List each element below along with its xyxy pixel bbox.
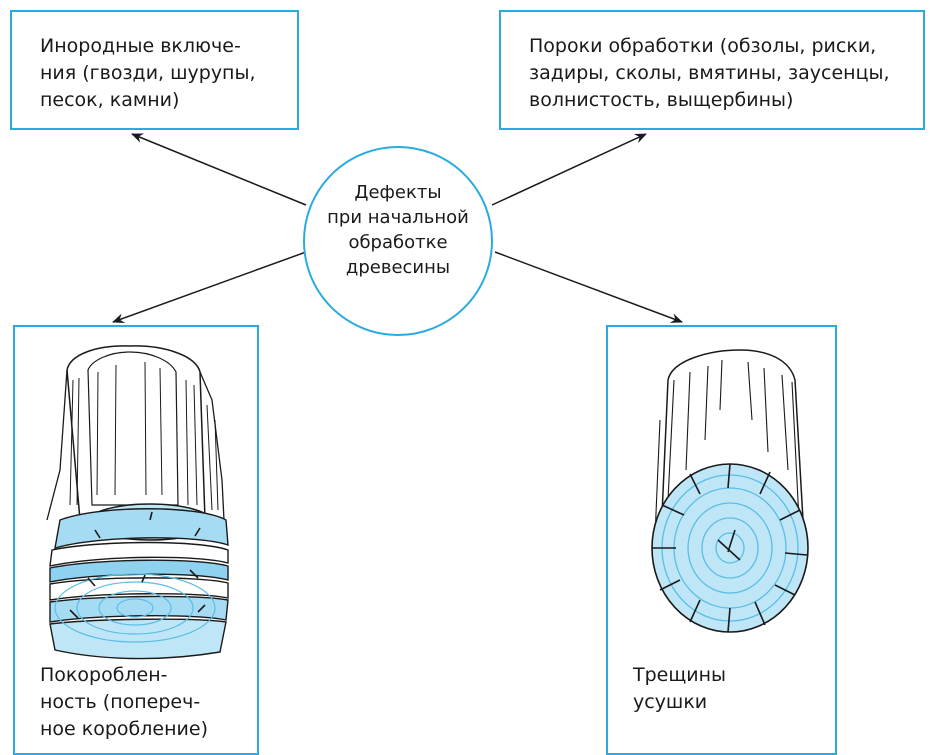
arrow-to-foreign-inclusions — [132, 134, 306, 205]
arrow-to-warping — [113, 252, 306, 322]
shrinkage-cracks-text: Трещины усушки — [633, 662, 726, 716]
arrow-to-shrinkage-cracks — [495, 252, 682, 322]
cracked-log-illustration — [652, 350, 808, 632]
main-topic-label: Дефекты при начальной обработке древесин… — [303, 180, 493, 280]
warped-log-illustration — [47, 346, 228, 659]
processing-defects-text: Пороки обработки (обзолы, риски, задиры,… — [529, 33, 890, 114]
foreign-inclusions-text: Инородные включе- ния (гвозди, шурупы, п… — [40, 33, 256, 114]
warping-text: Покороблен- ность (попереч- ное короблен… — [40, 662, 208, 743]
arrow-to-processing-defects — [492, 134, 646, 205]
